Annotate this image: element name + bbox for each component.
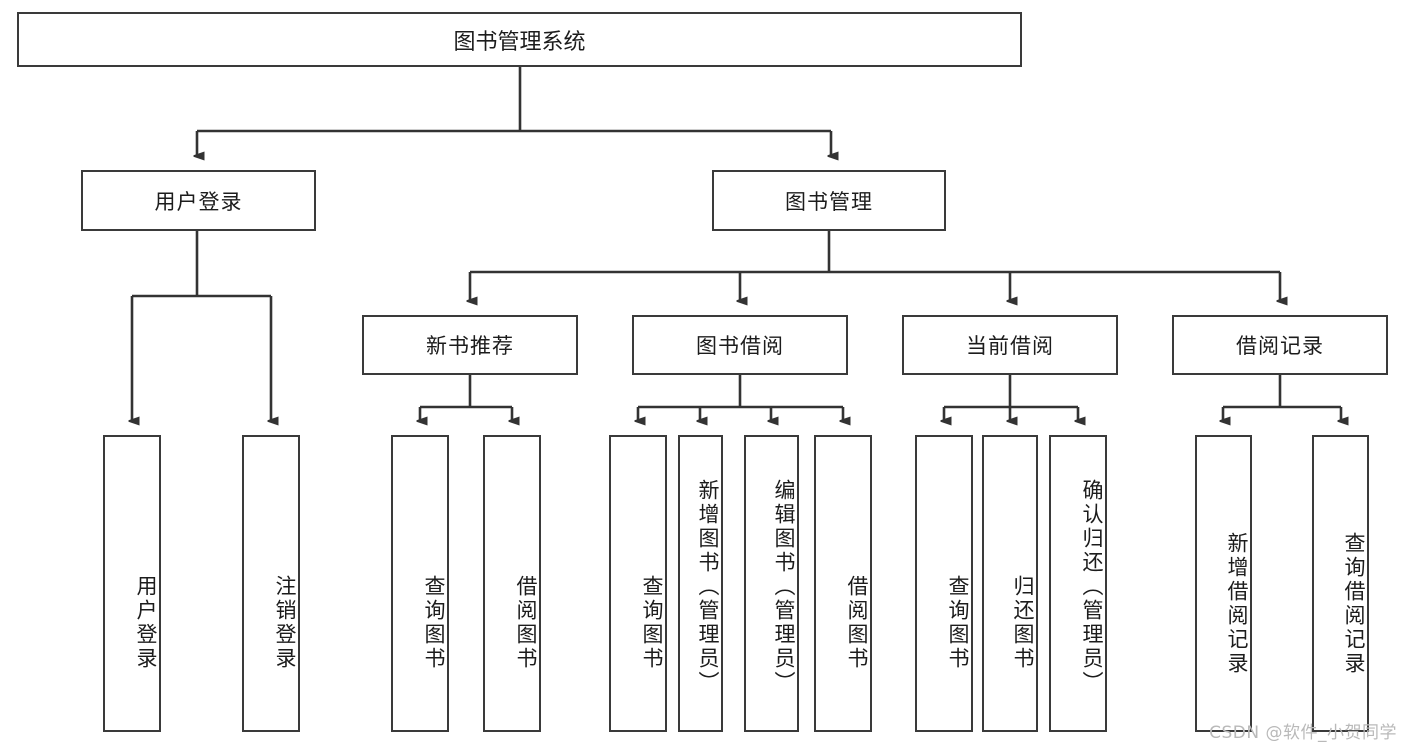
leaf-query-book-1-label: 查询图书 — [422, 574, 446, 671]
leaf-return-book[interactable]: 归还图书 — [982, 435, 1038, 732]
node-root[interactable]: 图书管理系统 — [17, 12, 1022, 67]
leaf-confirm-return-label: 确认归还（管理员） — [1080, 478, 1104, 695]
leaf-query-book-2-label: 查询图书 — [640, 574, 664, 671]
leaf-user-login[interactable]: 用户登录 — [103, 435, 161, 732]
node-book-borrow-label: 图书借阅 — [696, 334, 784, 358]
leaf-add-record[interactable]: 新增借阅记录 — [1195, 435, 1252, 732]
node-book-borrow[interactable]: 图书借阅 — [632, 315, 848, 375]
leaf-query-record[interactable]: 查询借阅记录 — [1312, 435, 1369, 732]
leaf-query-book-3-label: 查询图书 — [946, 574, 970, 671]
leaf-add-record-label: 新增借阅记录 — [1225, 531, 1249, 676]
node-borrow-record-label: 借阅记录 — [1236, 334, 1324, 358]
leaf-query-book-3[interactable]: 查询图书 — [915, 435, 973, 732]
node-borrow-record[interactable]: 借阅记录 — [1172, 315, 1388, 375]
node-user-login[interactable]: 用户登录 — [81, 170, 316, 231]
leaf-confirm-return[interactable]: 确认归还（管理员） — [1049, 435, 1107, 732]
leaf-edit-book-label: 编辑图书（管理员） — [772, 478, 796, 695]
leaf-logout-login[interactable]: 注销登录 — [242, 435, 300, 732]
leaf-query-record-label: 查询借阅记录 — [1342, 531, 1366, 676]
leaf-query-book-1[interactable]: 查询图书 — [391, 435, 449, 732]
node-new-book-recommend[interactable]: 新书推荐 — [362, 315, 578, 375]
leaf-borrow-book-2-label: 借阅图书 — [845, 574, 869, 671]
leaf-add-book-label: 新增图书（管理员） — [696, 478, 720, 695]
watermark-text: CSDN @软件_小贺同学 — [1209, 723, 1397, 743]
leaf-logout-login-label: 注销登录 — [273, 574, 297, 671]
leaf-add-book[interactable]: 新增图书（管理员） — [678, 435, 723, 732]
leaf-borrow-book-2[interactable]: 借阅图书 — [814, 435, 872, 732]
node-new-book-recommend-label: 新书推荐 — [426, 334, 514, 358]
node-book-management-label: 图书管理 — [785, 189, 873, 214]
leaf-user-login-label: 用户登录 — [134, 574, 158, 671]
leaf-borrow-book-1-label: 借阅图书 — [514, 574, 538, 671]
node-current-borrow[interactable]: 当前借阅 — [902, 315, 1118, 375]
leaf-borrow-book-1[interactable]: 借阅图书 — [483, 435, 541, 732]
node-root-label: 图书管理系统 — [453, 29, 586, 55]
leaf-query-book-2[interactable]: 查询图书 — [609, 435, 667, 732]
node-user-login-label: 用户登录 — [154, 189, 243, 214]
leaf-return-book-label: 归还图书 — [1011, 574, 1035, 671]
node-book-management[interactable]: 图书管理 — [712, 170, 946, 231]
leaf-edit-book[interactable]: 编辑图书（管理员） — [744, 435, 799, 732]
node-current-borrow-label: 当前借阅 — [966, 334, 1054, 358]
